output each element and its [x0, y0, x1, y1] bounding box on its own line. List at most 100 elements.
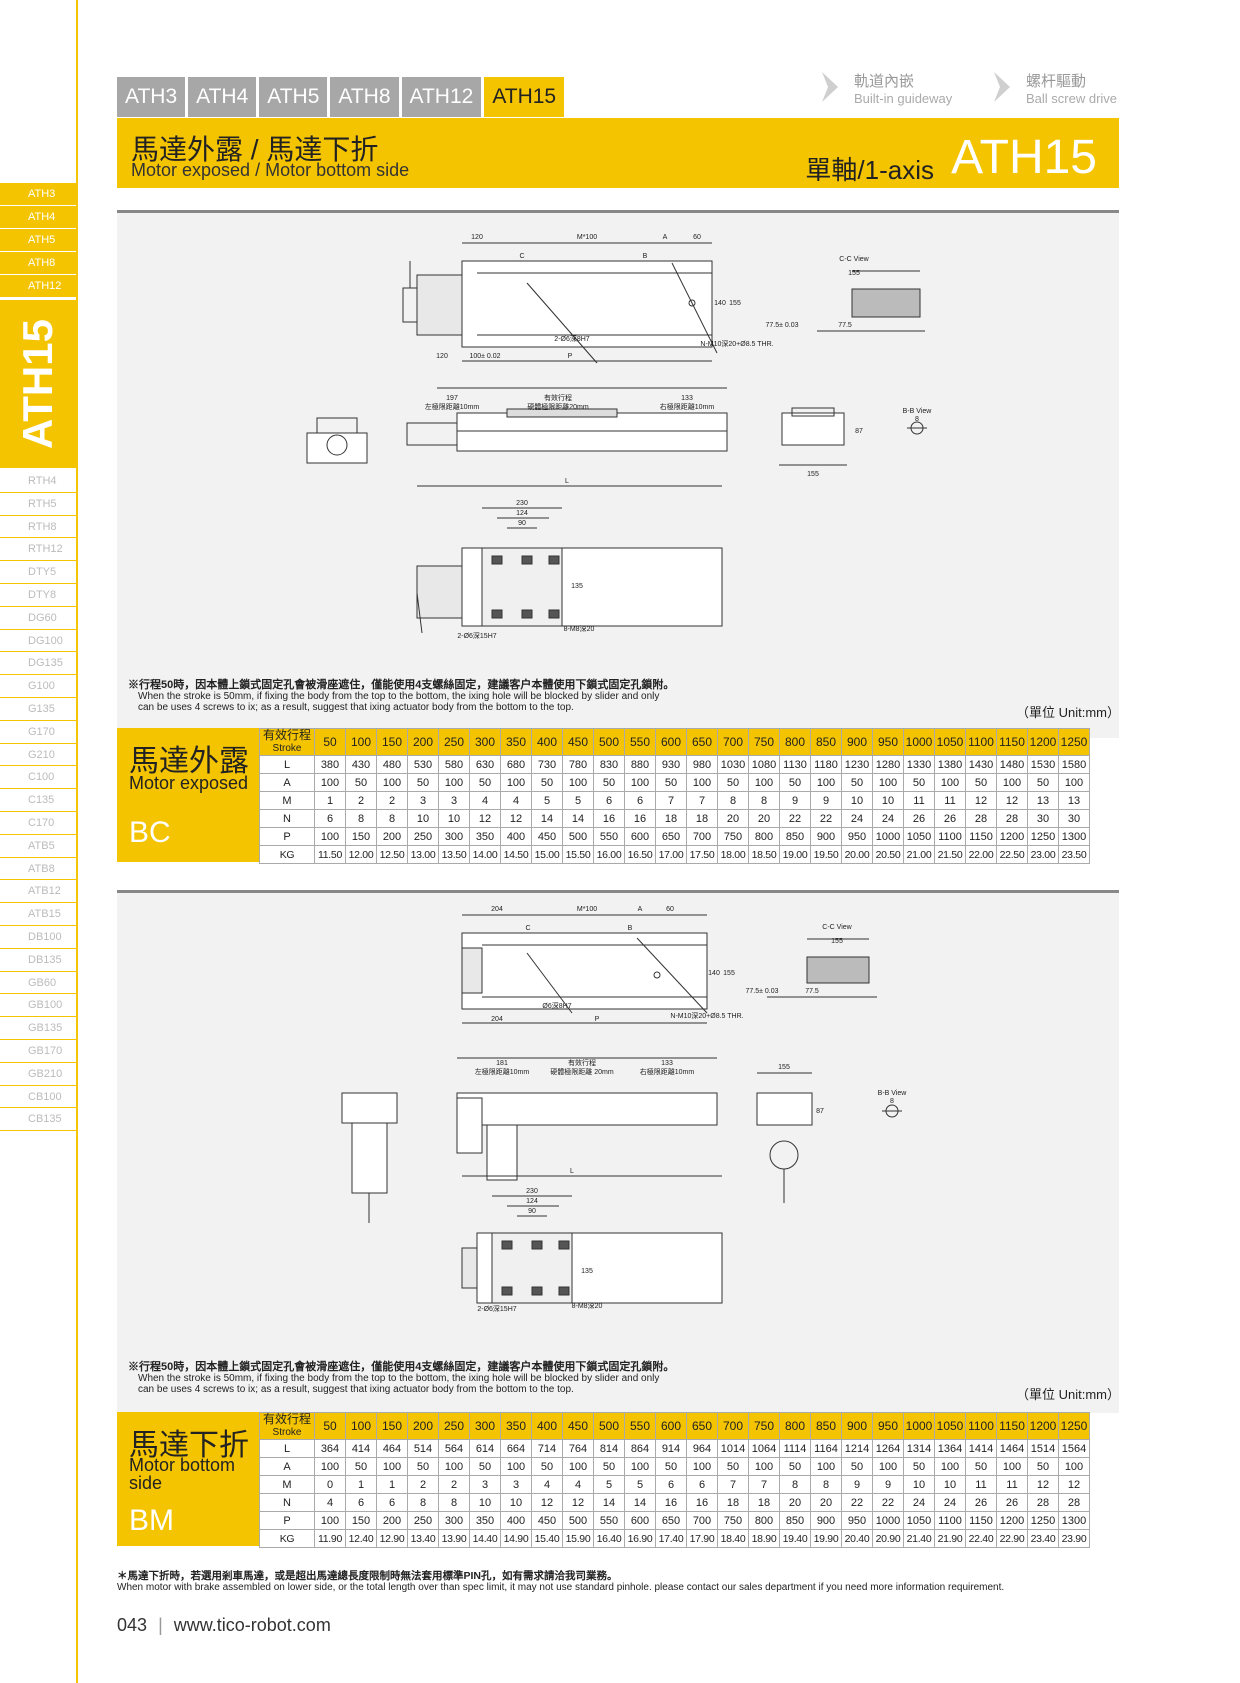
table-cell: 13.00 — [407, 845, 439, 864]
table-cell: 980 — [686, 755, 718, 774]
sidebar-item-gb170[interactable]: GB170 — [0, 1040, 76, 1063]
page-title-zh: 馬達外露 / 馬達下折 — [131, 134, 379, 165]
sidebar-active-item[interactable]: ATH15 — [0, 300, 76, 468]
dim-label: 120 — [471, 234, 483, 241]
table-cell: 14 — [624, 1493, 656, 1512]
table-cell: 350 — [469, 1511, 501, 1530]
stroke-header-cell: 500 — [593, 728, 625, 756]
sidebar-item-rth12[interactable]: RTH12 — [0, 538, 76, 562]
stroke-header-cell: 1150 — [996, 728, 1028, 756]
table-cell: 15.00 — [531, 845, 563, 864]
sidebar-item-gb135[interactable]: GB135 — [0, 1017, 76, 1040]
sidebar-item-g100[interactable]: G100 — [0, 675, 76, 698]
table-cell: 150 — [345, 1511, 377, 1530]
table-cell: 900 — [810, 827, 842, 846]
table-cell: 26 — [903, 809, 935, 828]
website-link[interactable]: www.tico-robot.com — [173, 1615, 331, 1635]
stroke-header-cell: 1000 — [903, 728, 935, 756]
sidebar-item-rth4[interactable]: RTH4 — [0, 470, 76, 493]
sidebar-item-rth5[interactable]: RTH5 — [0, 493, 76, 516]
sidebar-item-g135[interactable]: G135 — [0, 698, 76, 721]
sidebar-item-c100[interactable]: C100 — [0, 766, 76, 790]
sidebar-item-c135[interactable]: C135 — [0, 789, 76, 812]
stroke-header-cell: 900 — [841, 1412, 873, 1440]
sidebar-item-gb100[interactable]: GB100 — [0, 994, 76, 1018]
table-label-bc: 馬達外露 Motor exposed BC — [117, 728, 259, 862]
table-cell: 700 — [686, 1511, 718, 1530]
sidebar-item-cb100[interactable]: CB100 — [0, 1086, 76, 1109]
sidebar-item-ath12[interactable]: ATH12 — [0, 275, 76, 298]
dim-label: P — [568, 353, 573, 360]
table-cell: 6 — [314, 809, 346, 828]
sidebar-item-ath8[interactable]: ATH8 — [0, 252, 76, 275]
sidebar-item-ath5[interactable]: ATH5 — [0, 229, 76, 252]
table-cell: 6 — [624, 791, 656, 810]
table-cell: 50 — [593, 1457, 625, 1476]
sidebar-item-atb8[interactable]: ATB8 — [0, 858, 76, 881]
table-cell: 100 — [314, 827, 346, 846]
table-cell: 50 — [469, 1457, 501, 1476]
sidebar-item-gb60[interactable]: GB60 — [0, 972, 76, 995]
dim-label: 8-M8深20 — [564, 624, 595, 633]
tab-ath5[interactable]: ATH5 — [259, 77, 328, 117]
table-cell: 50 — [345, 1457, 377, 1476]
tab-ath4[interactable]: ATH4 — [188, 77, 257, 117]
dim-label: 100± 0.02 — [469, 353, 500, 360]
table-cell: 200 — [376, 1511, 408, 1530]
sidebar-item-dty5[interactable]: DTY5 — [0, 561, 76, 584]
sidebar-item-ath4[interactable]: ATH4 — [0, 206, 76, 229]
sidebar-item-atb15[interactable]: ATB15 — [0, 903, 76, 926]
table-cell: 14.50 — [500, 845, 532, 864]
dim-label: 135 — [581, 1268, 593, 1275]
table-cell: 50 — [841, 773, 873, 792]
sidebar-item-atb12[interactable]: ATB12 — [0, 880, 76, 904]
table-cell: 4 — [469, 791, 501, 810]
table-cell: 50 — [407, 1457, 439, 1476]
stroke-header-cell: 750 — [748, 728, 780, 756]
sidebar-item-g170[interactable]: G170 — [0, 721, 76, 744]
table-cell: 800 — [748, 827, 780, 846]
sidebar-item-dty8[interactable]: DTY8 — [0, 584, 76, 607]
table-cell: 23.00 — [1027, 845, 1059, 864]
sidebar-item-db100[interactable]: DB100 — [0, 926, 76, 949]
tab-ath8[interactable]: ATH8 — [330, 77, 399, 117]
dim-label: 90 — [528, 1208, 536, 1215]
sidebar-item-ath3[interactable]: ATH3 — [0, 183, 76, 206]
sidebar-item-dg60[interactable]: DG60 — [0, 607, 76, 630]
table-cell: 12 — [996, 791, 1028, 810]
table-cell: 28 — [1058, 1493, 1090, 1512]
stroke-header-cell: 350 — [500, 728, 532, 756]
sidebar-item-atb5[interactable]: ATB5 — [0, 835, 76, 858]
table-cell: 630 — [469, 755, 501, 774]
sidebar-item-db135[interactable]: DB135 — [0, 949, 76, 972]
page-separator: | — [158, 1615, 163, 1635]
stroke-header-cell: 450 — [562, 1412, 594, 1440]
sidebar-item-cb135[interactable]: CB135 — [0, 1108, 76, 1132]
stroke-header-cell: 250 — [438, 728, 470, 756]
header-zh: 有效行程 — [262, 1412, 311, 1426]
tab-ath12[interactable]: ATH12 — [401, 77, 482, 117]
table-cell: 17.40 — [655, 1529, 687, 1548]
tab-ath15[interactable]: ATH15 — [484, 77, 565, 117]
sidebar-item-c170[interactable]: C170 — [0, 812, 76, 835]
stroke-header-cell: 1050 — [934, 728, 966, 756]
table-cell: 6 — [345, 1493, 377, 1512]
sidebar-item-g210[interactable]: G210 — [0, 744, 76, 767]
table-cell: 3 — [469, 1475, 501, 1494]
table-cell: 5 — [593, 1475, 625, 1494]
table-cell: 50 — [903, 773, 935, 792]
sidebar-item-dg100[interactable]: DG100 — [0, 630, 76, 653]
table-cell: 28 — [1027, 1493, 1059, 1512]
sidebar-item-rth8[interactable]: RTH8 — [0, 516, 76, 539]
sidebar-item-dg135[interactable]: DG135 — [0, 652, 76, 676]
table-cell: 15.90 — [562, 1529, 594, 1548]
sidebar-item-gb210[interactable]: GB210 — [0, 1063, 76, 1086]
stroke-header-cell: 1050 — [934, 1412, 966, 1440]
table-cell: 8 — [717, 791, 749, 810]
tab-ath3[interactable]: ATH3 — [117, 77, 186, 117]
